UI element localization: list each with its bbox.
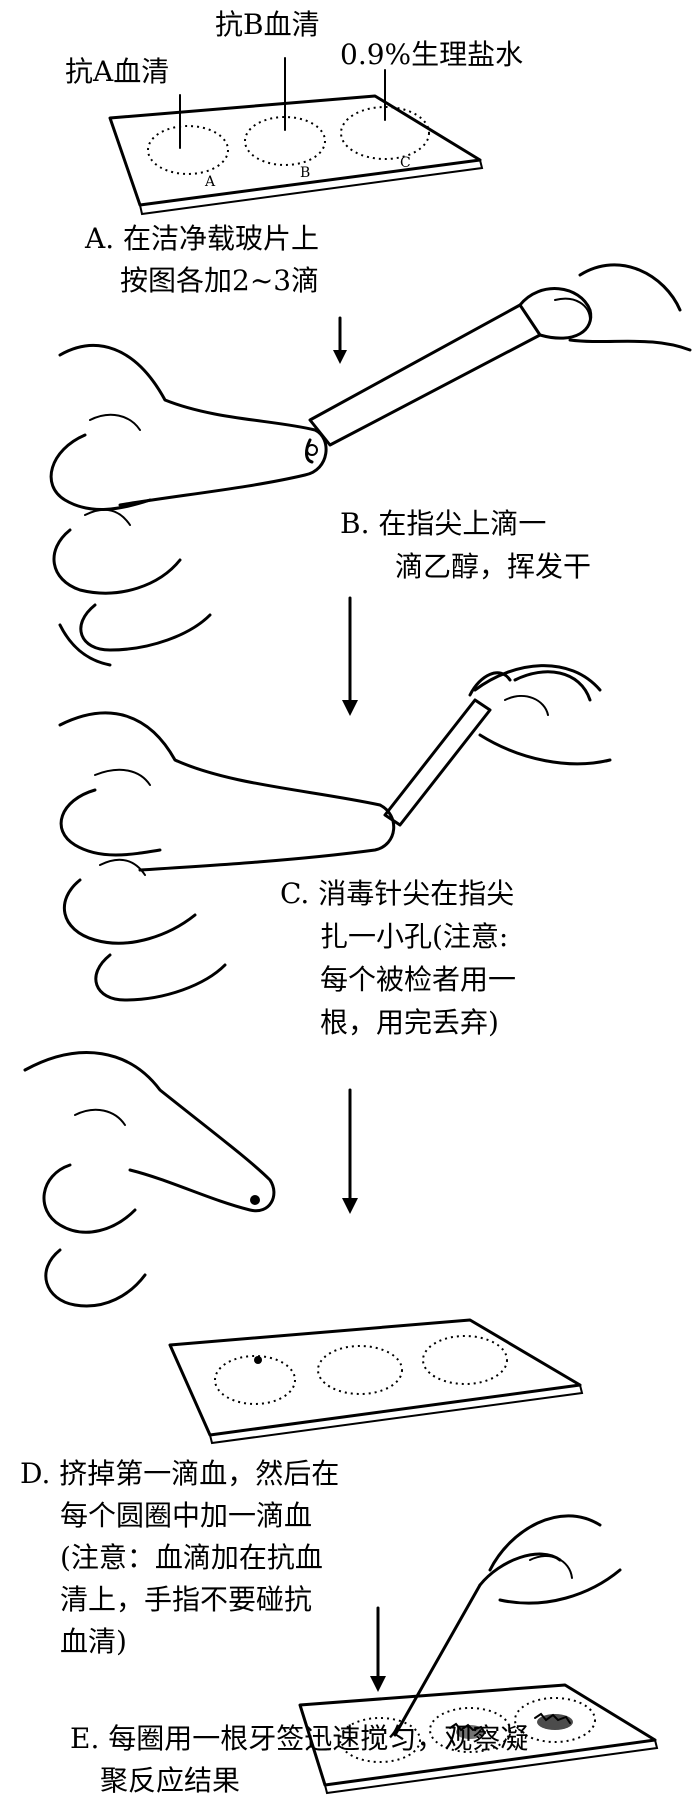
step-b-line2: 滴乙醇，挥发干 xyxy=(395,550,592,583)
step-c-line2: 扎一小孔(注意: xyxy=(320,920,509,953)
serum-circle-c xyxy=(340,106,430,160)
slide-a-illustration xyxy=(108,57,484,216)
flow-arrows xyxy=(333,316,386,1692)
step-d-line2: 每个圆圈中加一滴血 xyxy=(60,1499,313,1532)
serum-circle-b xyxy=(244,116,326,166)
slide-letter-c: C xyxy=(400,155,411,171)
needle xyxy=(383,698,492,827)
step-d-line3: (注意：血滴加在抗血 xyxy=(60,1541,323,1574)
slide-letter-b: B xyxy=(300,165,311,181)
label-anti-a-serum: 抗A血清 xyxy=(65,55,170,88)
label-saline: 0.9%生理盐水 xyxy=(340,38,524,71)
step-e-line1: E. 每圈用一根牙签迅速搅匀，观察凝 xyxy=(70,1722,529,1755)
step-a-line1: A. 在洁净载玻片上 xyxy=(85,222,320,255)
hand-dropper-illustration xyxy=(49,263,692,667)
step-d-line5: 血清) xyxy=(60,1625,127,1658)
toothpick xyxy=(393,1583,482,1737)
slide-letter-a: A xyxy=(205,174,216,190)
hand-slide-d-illustration xyxy=(23,1051,584,1445)
step-d-line1: D. 挤掉第一滴血，然后在 xyxy=(20,1457,340,1490)
hand-needle-illustration xyxy=(58,664,612,1002)
serum-circle-a xyxy=(147,125,229,175)
label-anti-b-serum: 抗B血清 xyxy=(215,8,320,41)
step-d-line4: 清上，手指不要碰抗 xyxy=(60,1583,313,1616)
slide-d-outline xyxy=(168,1318,582,1437)
step-c-line4: 根，用完丢弃) xyxy=(320,1006,499,1039)
step-b-line1: B. 在指尖上滴一 xyxy=(340,507,547,540)
slide-a-outline xyxy=(108,94,482,207)
step-e-line2: 聚反应结果 xyxy=(100,1764,241,1797)
step-c-line1: C. 消毒针尖在指尖 xyxy=(280,877,515,910)
step-a-line2: 按图各加2~3滴 xyxy=(120,264,320,297)
dropper-tube xyxy=(308,303,542,447)
hand-toothpick-illustration xyxy=(298,1514,659,1795)
step-c-line3: 每个被检者用一 xyxy=(320,963,517,996)
